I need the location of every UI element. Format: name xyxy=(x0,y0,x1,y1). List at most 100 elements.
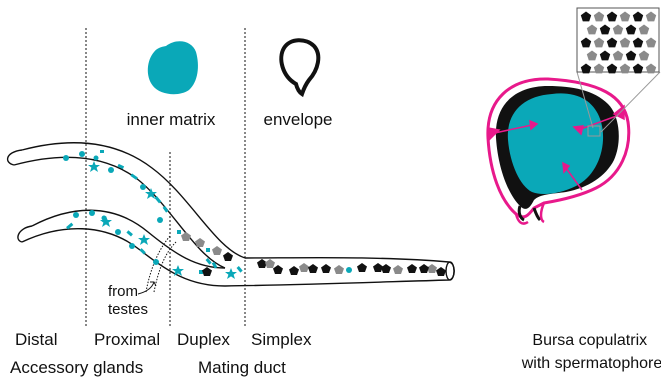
pressure-arrows xyxy=(487,104,625,191)
zoom-pentagon xyxy=(606,11,618,22)
testes-inlet xyxy=(145,235,177,293)
gray-pentagon xyxy=(299,263,309,272)
svg-text:from testes: from testes xyxy=(108,283,148,318)
region-duplex-label: Duplex xyxy=(177,330,230,349)
gray-pentagon xyxy=(334,265,344,274)
arrow-right-head-inner xyxy=(572,125,584,136)
teal-dot xyxy=(89,210,95,216)
zoom-pentagon xyxy=(580,63,592,74)
gray-pentagon xyxy=(265,259,275,268)
zoom-pentagon xyxy=(645,11,657,22)
zoom-pentagon xyxy=(619,11,631,22)
duct-opening xyxy=(445,261,455,281)
teal-star xyxy=(100,216,112,227)
arrow-right-in xyxy=(577,113,623,131)
region-proximal-label: Proximal xyxy=(94,330,160,349)
region-dividers xyxy=(85,28,246,326)
black-pentagon xyxy=(373,263,383,272)
zoom-pentagon xyxy=(645,63,657,74)
arrow-bottom-head-inner xyxy=(562,161,571,174)
zoom-pentagon xyxy=(612,50,624,61)
zoom-pentagon xyxy=(625,50,637,61)
teal-dot xyxy=(153,259,159,265)
inner-matrix-legend-shape xyxy=(147,41,198,95)
zoom-pentagon xyxy=(612,24,624,35)
zoom-pentagon xyxy=(580,37,592,48)
callout-source-box xyxy=(587,125,601,137)
bursa-duct-outline xyxy=(514,202,546,225)
black-pentagon xyxy=(419,264,429,273)
black-pentagon xyxy=(308,264,318,273)
gray-pentagon xyxy=(393,265,403,274)
callout-line-top xyxy=(576,71,594,129)
black-pentagon xyxy=(257,259,267,268)
black-pentagon xyxy=(223,252,233,261)
bursa-copulatrix xyxy=(486,77,631,225)
region-simplex-label: Simplex xyxy=(251,330,312,349)
teal-dash xyxy=(139,248,146,255)
zoom-pentagon xyxy=(619,37,631,48)
black-pentagon xyxy=(407,264,417,273)
bursa-label-line1: Bursa copulatrix xyxy=(532,332,647,349)
teal-dot xyxy=(79,151,85,157)
zoom-pentagon xyxy=(599,24,611,35)
gray-pentagon xyxy=(181,232,191,241)
zoom-pentagon xyxy=(638,24,650,35)
arrow-bottom-in xyxy=(565,167,583,191)
teal-dash xyxy=(130,173,138,180)
arrow-right-head xyxy=(612,104,625,121)
teal-dot xyxy=(129,243,135,249)
lower-accessory-gland xyxy=(21,209,226,287)
region-labels: Distal Proximal Duplex Simplex xyxy=(15,330,312,349)
teal-square xyxy=(199,270,203,274)
spermatophore-inner-matrix xyxy=(507,93,604,194)
testes-arrow xyxy=(137,281,157,295)
upper-gland-stars xyxy=(88,161,157,199)
zoom-pentagon xyxy=(632,63,644,74)
zoom-pentagon xyxy=(632,11,644,22)
teal-star xyxy=(225,268,237,279)
gray-pentagon xyxy=(427,264,437,273)
simplex-contents xyxy=(257,259,446,276)
teal-dot xyxy=(140,184,146,190)
zoom-pentagon xyxy=(619,63,631,74)
teal-square xyxy=(177,230,181,234)
from-testes-label-2: testes xyxy=(108,301,148,318)
teal-star xyxy=(88,161,100,172)
teal-star xyxy=(145,188,157,199)
from-testes-label-1: from xyxy=(108,283,138,300)
teal-dot xyxy=(73,212,79,218)
callout-line-right xyxy=(600,71,661,133)
black-pentagon xyxy=(436,267,446,276)
arrow-left-head-inner xyxy=(529,119,539,131)
upper-gland-tip xyxy=(6,149,23,166)
lower-gland-tip xyxy=(17,225,33,243)
teal-dash xyxy=(211,261,218,269)
inner-matrix-label: inner matrix xyxy=(127,110,216,129)
zoom-pentagon xyxy=(593,37,605,48)
teal-square xyxy=(206,248,210,252)
teal-dot xyxy=(157,217,163,223)
gray-pentagon xyxy=(212,246,222,255)
teal-dot xyxy=(346,267,352,273)
zoom-pentagon xyxy=(645,37,657,48)
zoom-pentagon xyxy=(580,11,592,22)
zoom-pentagon xyxy=(625,24,637,35)
teal-dash xyxy=(236,266,243,273)
bursa-label-line2: with spermatophore xyxy=(521,355,661,372)
gray-pentagon xyxy=(195,238,205,247)
zoom-pentagon xyxy=(632,37,644,48)
black-pentagon xyxy=(289,266,299,275)
zoom-pentagon xyxy=(599,50,611,61)
teal-dot xyxy=(93,155,99,161)
black-pentagon xyxy=(381,264,391,273)
group-labels: Accessory glands Mating duct xyxy=(10,358,286,377)
black-pentagon xyxy=(273,265,283,274)
zoom-callout xyxy=(576,7,661,137)
teal-dash xyxy=(100,150,104,153)
envelope-legend-shape xyxy=(279,38,321,98)
teal-dash xyxy=(126,230,133,237)
black-pentagon xyxy=(202,267,212,276)
black-pentagon xyxy=(357,263,367,272)
